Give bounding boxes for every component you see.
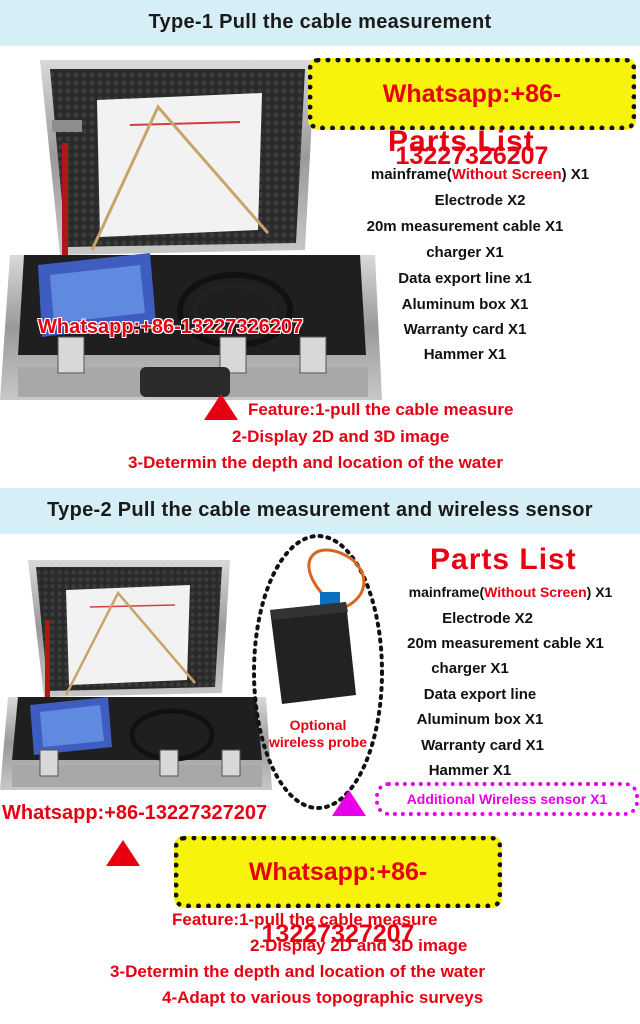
type1-whatsapp-overlay: Whatsapp:+86-13227326207	[38, 316, 304, 338]
type2-whatsapp-banner: Whatsapp:+86-13227327207	[174, 836, 502, 948]
type2-feature-2: 2-Display 2D and 3D image	[250, 936, 468, 955]
type2-parts-list-title: Parts List	[430, 543, 577, 576]
type2-feature-3: 3-Determin the depth and location of the…	[110, 962, 485, 981]
type2-product-photo	[0, 560, 272, 790]
type1-part-aluminum-box: Aluminum box X1	[401, 296, 529, 313]
type2-part-warranty: Warranty card X1	[421, 737, 544, 754]
type1-part-hammer: Hammer X1	[423, 346, 507, 363]
type2-part-charger: charger X1	[431, 660, 509, 677]
type1-feature-1: Feature:1-pull the cable measure	[248, 400, 514, 419]
type1-part-cable: 20m measurement cable X1	[366, 218, 564, 235]
type2-whatsapp-overlay: Whatsapp:+86-13227327207	[2, 802, 268, 824]
wireless-probe-label-1: Optional	[289, 717, 347, 733]
type1-feature-3: 3-Determin the depth and location of the…	[128, 453, 503, 472]
type2-feature-4: 4-Adapt to various topographic surveys	[162, 988, 484, 1007]
type2-magenta-triangle	[332, 790, 366, 816]
additional-wireless-sensor-label: Additional Wireless sensor X1	[375, 782, 639, 816]
type1-part-mainframe: mainframe(Without Screen) X1	[370, 166, 590, 183]
type2-part-mainframe: mainframe(Without Screen) X1	[408, 584, 613, 600]
type1-part-data-line: Data export line x1	[398, 270, 532, 287]
type1-product-photo	[0, 60, 382, 400]
wireless-probe-label-2: wireless probe	[268, 734, 368, 750]
type1-title: Type-1 Pull the cable measurement	[148, 11, 492, 33]
wireless-probe-photo	[252, 534, 384, 810]
type1-header-band	[0, 0, 640, 46]
type1-part-warranty: Warranty card X1	[403, 321, 527, 338]
type1-part-electrode: Electrode X2	[434, 192, 526, 209]
type1-part-charger: charger X1	[426, 244, 504, 261]
type2-header-band	[0, 488, 640, 534]
type1-parts-list-title: Parts List	[388, 125, 535, 158]
type2-part-electrode: Electrode X2	[442, 610, 533, 627]
type2-feature-1: Feature:1-pull the cable measure	[172, 910, 438, 929]
type2-part-data-line: Data export line	[423, 686, 537, 703]
type1-feature-2: 2-Display 2D and 3D image	[232, 427, 450, 446]
type2-part-hammer: Hammer X1	[428, 762, 512, 779]
type2-part-cable: 20m measurement cable X1	[407, 635, 604, 652]
type2-warning-triangle	[106, 840, 140, 866]
type1-warning-triangle	[204, 394, 238, 420]
type1-whatsapp-banner: Whatsapp:+86-13227326207	[308, 58, 636, 170]
type2-title: Type-2 Pull the cable measurement and wi…	[47, 499, 593, 521]
type2-part-aluminum-box: Aluminum box X1	[416, 711, 544, 728]
